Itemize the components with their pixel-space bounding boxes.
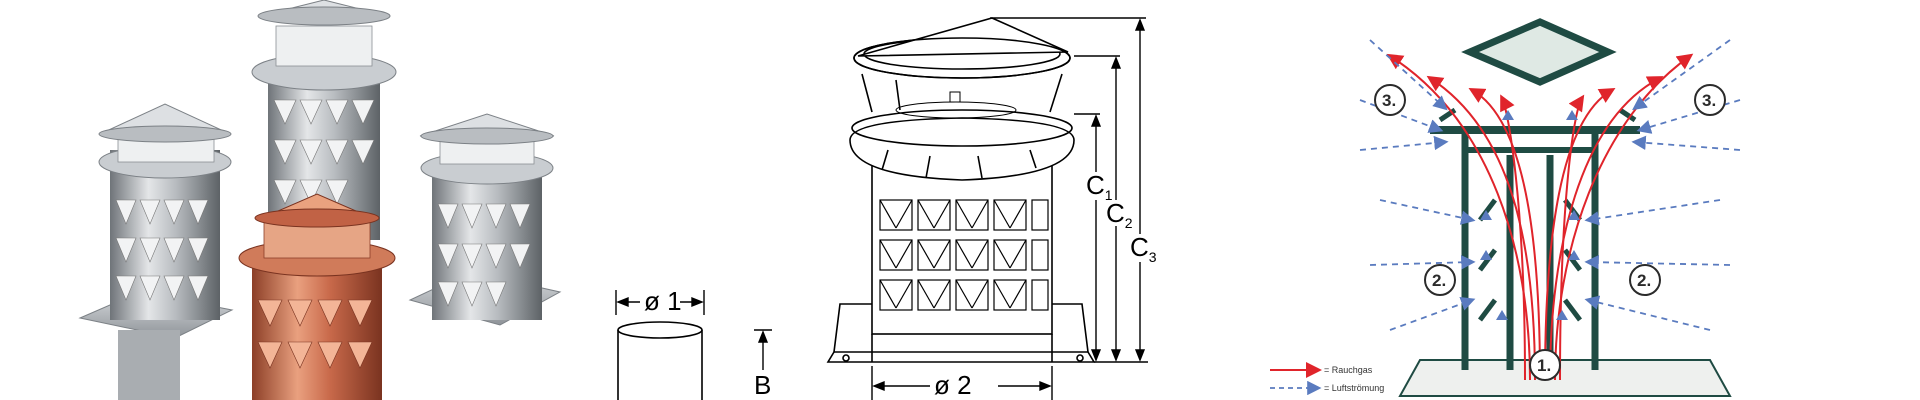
legend-smoke-label: = Rauchgas: [1324, 365, 1373, 375]
dim-line-d2: [871, 366, 1053, 400]
pipe-sketch: [617, 321, 703, 400]
callout-3-left: 3.: [1374, 84, 1406, 116]
svg-text:1.: 1.: [1537, 356, 1551, 375]
callout-1: 1.: [1529, 349, 1561, 381]
callout-2-left: 2.: [1424, 264, 1456, 296]
dim-label-d1: ø 1: [644, 286, 682, 316]
dim-line-b: [754, 329, 772, 370]
copper-cowl: [238, 193, 396, 400]
svg-text:2.: 2.: [1637, 271, 1651, 290]
dim-label-c3: C3: [1130, 232, 1157, 265]
legend-air-label: = Luftströmung: [1324, 383, 1384, 393]
air-markers: [1480, 110, 1580, 320]
steel-cowl-right: [408, 113, 562, 326]
dim-label-c2: C2: [1106, 198, 1133, 231]
dim-label-c1: C1: [1086, 170, 1113, 203]
dim-label-b: B: [754, 370, 771, 400]
product-photos: [78, 0, 562, 400]
steel-cowl-back-left: [78, 103, 234, 400]
callout-3-right: 3.: [1694, 84, 1726, 116]
dim-lines-c: [990, 17, 1148, 363]
airflow-diagram: 1. 2. 2. 3. 3. = Rauchgas = Luftströmung: [1270, 18, 1741, 397]
svg-text:3.: 3.: [1702, 91, 1716, 110]
callout-2-right: 2.: [1629, 264, 1661, 296]
top-cap: [1461, 18, 1617, 86]
air-flow-lines: [1359, 39, 1741, 331]
dim-label-d2: ø 2: [934, 370, 972, 400]
dimension-drawing: ø 1 B: [615, 17, 1157, 400]
base-plate: [1398, 359, 1732, 397]
cowl-line-drawing: [826, 17, 1096, 363]
smoke-flow-lines: [1386, 53, 1694, 381]
svg-text:3.: 3.: [1382, 91, 1396, 110]
legend: = Rauchgas = Luftströmung: [1270, 362, 1384, 396]
dim-line-d1: [615, 290, 705, 315]
svg-text:2.: 2.: [1432, 271, 1446, 290]
